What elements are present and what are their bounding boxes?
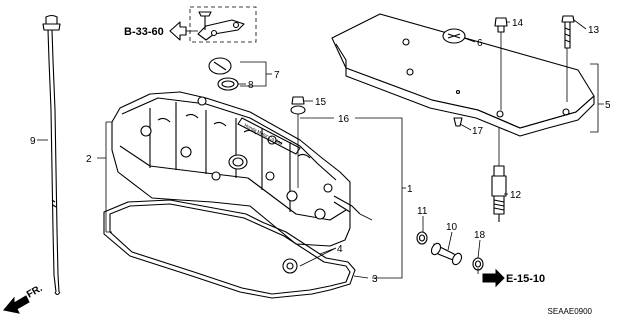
callout-3: 3 bbox=[372, 274, 378, 285]
leader-lines bbox=[37, 19, 604, 279]
ref-top-label: B-33-60 bbox=[124, 26, 164, 38]
engine-top-cover bbox=[331, 13, 595, 137]
callout-14: 14 bbox=[512, 18, 524, 29]
diagram-code: SEAAE0900 bbox=[548, 307, 593, 316]
callout-8: 8 bbox=[248, 80, 254, 91]
callout-9: 9 bbox=[30, 136, 36, 147]
oil-filler-cap bbox=[208, 57, 239, 91]
callout-13: 13 bbox=[588, 25, 600, 36]
callout-15: 15 bbox=[315, 97, 327, 108]
ref-bottom-label: E-15-10 bbox=[506, 273, 545, 285]
ref-e-15-10: E-15-10 bbox=[477, 268, 545, 288]
callout-7: 7 bbox=[274, 70, 280, 81]
callout-2: 2 bbox=[86, 154, 92, 165]
dipstick bbox=[42, 14, 61, 296]
nut-14 bbox=[494, 17, 508, 110]
valve-cover: Honda Motor Co.,Ltd bbox=[111, 91, 361, 247]
callout-11: 11 bbox=[417, 206, 428, 217]
pcv-hose-group bbox=[416, 231, 484, 271]
front-direction-arrow-icon bbox=[3, 295, 30, 314]
spark-plug bbox=[491, 128, 507, 222]
callout-17: 17 bbox=[472, 126, 484, 137]
direction-label: FR. bbox=[25, 283, 45, 301]
callout-10: 10 bbox=[446, 222, 458, 233]
callout-1: 1 bbox=[407, 184, 413, 195]
callouts: 1 2 3 4 5 6 7 8 9 10 11 12 13 14 15 16 1… bbox=[30, 18, 611, 285]
arrow-left-outline-icon bbox=[169, 21, 187, 41]
cover-gasket bbox=[103, 199, 356, 299]
front-direction: FR. bbox=[3, 283, 45, 314]
callout-5: 5 bbox=[605, 100, 611, 111]
ref-b-33-60: B-33-60 bbox=[124, 21, 198, 41]
nut-15 bbox=[290, 96, 306, 188]
bolt-13 bbox=[561, 15, 575, 102]
callout-6: 6 bbox=[477, 38, 483, 49]
callout-4: 4 bbox=[337, 244, 343, 255]
callout-16: 16 bbox=[338, 114, 350, 125]
callout-12: 12 bbox=[510, 190, 522, 201]
arrow-right-filled-icon bbox=[482, 268, 505, 288]
callout-18: 18 bbox=[474, 230, 486, 241]
bracket-group bbox=[189, 6, 257, 43]
